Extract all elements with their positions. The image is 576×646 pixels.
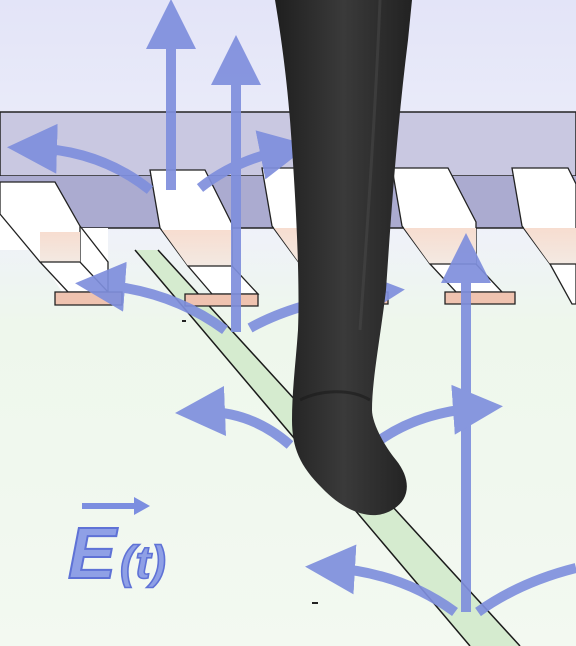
field-label-main: E — [68, 514, 118, 594]
tick-mark — [182, 320, 186, 322]
field-label-arg: (t) — [120, 536, 166, 588]
tick-mark — [312, 602, 318, 604]
